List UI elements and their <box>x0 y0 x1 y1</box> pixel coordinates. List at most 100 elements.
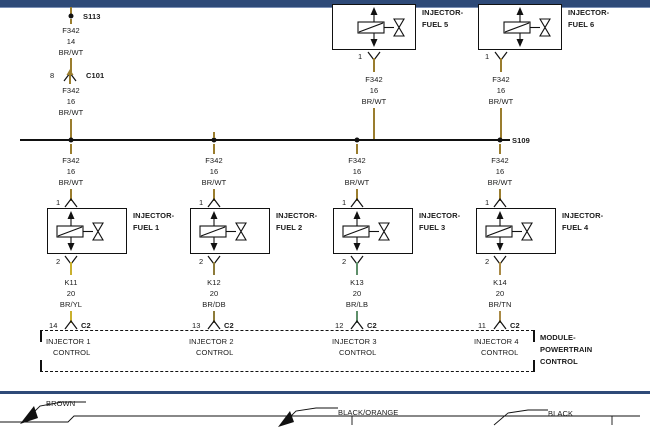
pcm-module-box[interactable] <box>40 330 534 372</box>
connector-c101-pin: 8 <box>50 71 55 80</box>
bus-junction-dot-3 <box>354 137 360 143</box>
wire-bus-tick-2 <box>213 132 215 138</box>
connector-c101-label: C101 <box>86 71 105 80</box>
injector-fuel-3-pcm-pin: 12 <box>335 321 344 330</box>
wire-injector3-control-b <box>356 311 358 323</box>
pcm-function-injector4-line2: CONTROL <box>481 348 519 357</box>
wire-injector6-feed-a <box>500 58 502 72</box>
wire-injector2-feed-b <box>213 189 215 201</box>
pcm-function-injector3-line1: INJECTOR 3 <box>332 337 377 346</box>
legend-label-brown: BROWN <box>46 399 76 408</box>
injector-fuel-2-ctrl-color: BR/DB <box>202 300 226 309</box>
injector-fuel-3-name-line2: FUEL 3 <box>419 223 446 232</box>
injector-fuel-1-pcm-pin: 14 <box>49 321 58 330</box>
wire-injector4-feed-b <box>499 189 501 201</box>
pcm-box-left-top-corner <box>40 330 42 342</box>
pcm-function-injector4-line1: INJECTOR 4 <box>474 337 519 346</box>
injector-fuel-1-c2-terminal <box>64 320 78 330</box>
injector-fuel-1-name-line2: FUEL 1 <box>133 223 160 232</box>
injector-fuel-5-circuit: F342 <box>365 75 383 84</box>
connector-c101-icon <box>63 69 77 84</box>
injector-fuel-6-name-line2: FUEL 6 <box>568 20 595 29</box>
injector-fuel-3-c2-terminal <box>350 320 364 330</box>
injector-fuel-4-c2-terminal <box>493 320 507 330</box>
injector-fuel-4-ctrl-gauge: 20 <box>495 289 505 298</box>
injector-fuel-4-feed-color: BR/WT <box>487 178 513 187</box>
injector-fuel-5-color: BR/WT <box>361 97 387 106</box>
injector-fuel-4-feed-circuit: F342 <box>491 156 509 165</box>
injector-fuel-1-ctrl-gauge: 20 <box>66 289 76 298</box>
legend-label-black: BLACK <box>548 409 574 418</box>
injector-fuel-4-symbol <box>485 211 533 251</box>
bus-junction-dot-4 <box>497 137 503 143</box>
injector-fuel-5-gauge: 16 <box>369 86 379 95</box>
pcm-box-left-bottom-corner <box>40 360 42 372</box>
injector-fuel-2-pin1: 1 <box>199 198 204 207</box>
injector-fuel-2-name-line1: INJECTOR- <box>276 211 318 220</box>
wire-injector3-control-a <box>356 262 358 275</box>
injector-fuel-6-gauge: 16 <box>496 86 506 95</box>
injector-fuel-2-symbol <box>199 211 247 251</box>
pcm-function-injector3-line2: CONTROL <box>339 348 377 357</box>
injector-fuel-5-name-line1: INJECTOR- <box>422 8 464 17</box>
injector-fuel-2-feed-color: BR/WT <box>201 178 227 187</box>
wire-c101-to-bus <box>70 119 72 139</box>
injector-fuel-2-pcm-connector: C2 <box>224 321 234 330</box>
pcm-module-label-line1: MODULE- <box>540 333 576 342</box>
wire-injector1-feed-a <box>70 144 72 154</box>
feed-bus-line <box>20 139 510 141</box>
injector-fuel-4-pcm-pin: 11 <box>478 321 486 330</box>
injector-fuel-2-pin1-terminal <box>207 198 221 208</box>
pcm-function-injector1-line1: INJECTOR 1 <box>46 337 91 346</box>
wire-to-c101 <box>70 58 72 72</box>
injector-fuel-2-feed-gauge: 16 <box>209 167 219 176</box>
injector-fuel-2-ctrl-gauge: 20 <box>209 289 219 298</box>
injector-fuel-3-pin2: 2 <box>342 257 347 266</box>
injector-fuel-4-name-line1: INJECTOR- <box>562 211 604 220</box>
injector-fuel-4-pcm-connector: C2 <box>510 321 520 330</box>
injector-fuel-4-pin1-terminal <box>493 198 507 208</box>
injector-fuel-3-ctrl-gauge: 20 <box>352 289 362 298</box>
injector-fuel-2-c2-terminal <box>207 320 221 330</box>
wire-injector5-feed-a <box>373 58 375 72</box>
injector-fuel-3-name-line1: INJECTOR- <box>419 211 461 220</box>
wire-injector2-control-a <box>213 262 215 275</box>
injector-fuel-3-feed-gauge: 16 <box>352 167 362 176</box>
injector-fuel-6-circuit: F342 <box>492 75 510 84</box>
bus-junction-dot-2 <box>211 137 217 143</box>
injector-fuel-1-pcm-connector: C2 <box>81 321 91 330</box>
injector-fuel-6-name-line1: INJECTOR- <box>568 8 610 17</box>
injector-fuel-6-pin1: 1 <box>485 52 490 61</box>
wire-injector1-feed-b <box>70 189 72 201</box>
bus-junction-dot-1 <box>68 137 74 143</box>
legend-label-black-orange: BLACK/ORANGE <box>338 408 399 417</box>
injector-fuel-3-symbol <box>342 211 390 251</box>
pcm-function-injector2-line1: INJECTOR 2 <box>189 337 234 346</box>
feed-color-top: BR/WT <box>58 48 84 57</box>
injector-fuel-4-ctrl-circuit: K14 <box>493 278 507 287</box>
injector-fuel-1-ctrl-circuit: K11 <box>64 278 78 287</box>
wire-injector1-control-a <box>70 262 72 275</box>
wire-injector2-feed-a <box>213 144 215 154</box>
pcm-function-injector1-line2: CONTROL <box>53 348 91 357</box>
wire-injector6-feed-b <box>500 108 502 139</box>
injector-fuel-2-feed-circuit: F342 <box>205 156 223 165</box>
injector-fuel-2-name-line2: FUEL 2 <box>276 223 303 232</box>
injector-fuel-1-pin1-terminal <box>64 198 78 208</box>
wire-injector2-control-b <box>213 311 215 323</box>
injector-fuel-3-feed-color: BR/WT <box>344 178 370 187</box>
injector-fuel-3-pcm-connector: C2 <box>367 321 377 330</box>
splice-label-s113: S113 <box>83 12 101 21</box>
injector-fuel-1-symbol <box>56 211 104 251</box>
pcm-module-label-line3: CONTROL <box>540 357 578 366</box>
feed-circuit-top: F342 <box>62 26 80 35</box>
wire-injector4-feed-a <box>499 144 501 154</box>
legend-black-orange-leader <box>278 407 338 427</box>
injector-fuel-1-feed-circuit: F342 <box>62 156 80 165</box>
wire-injector3-feed-b <box>356 189 358 201</box>
injector-fuel-2-pcm-pin: 13 <box>192 321 201 330</box>
wire-injector5-feed-b <box>373 108 375 139</box>
injector-fuel-3-pin1: 1 <box>342 198 347 207</box>
feed-color-below-c101: BR/WT <box>58 108 84 117</box>
